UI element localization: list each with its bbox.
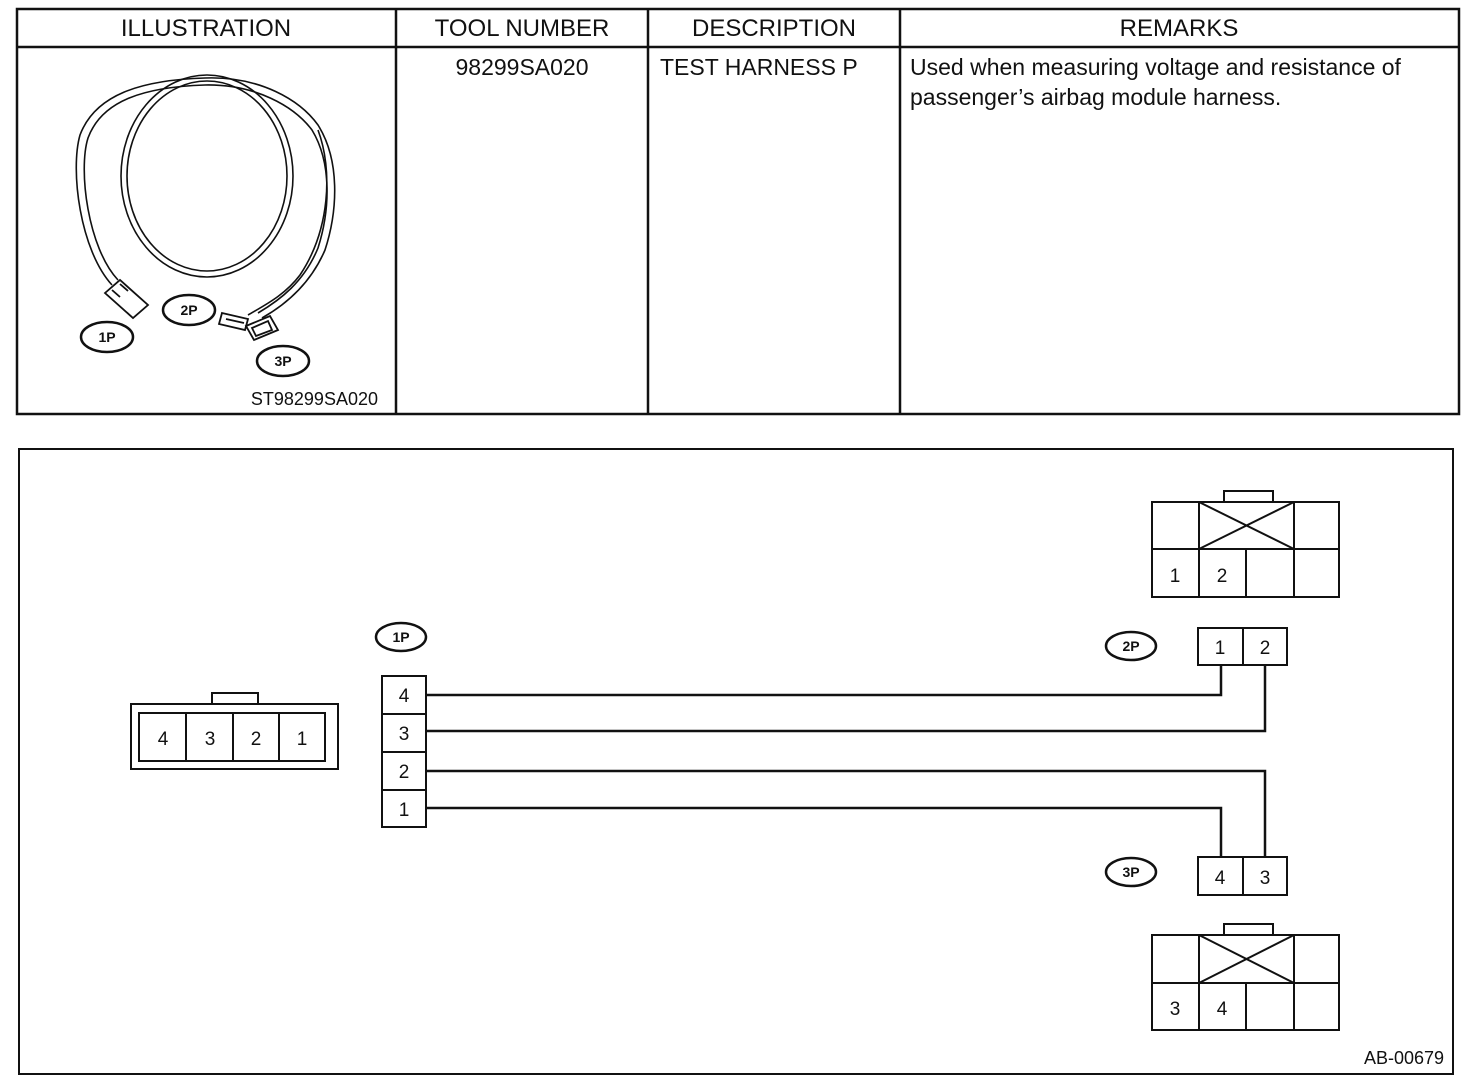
- c3p-face-pin: 4: [1217, 999, 1228, 1020]
- c1p-face-pin: 1: [297, 729, 308, 750]
- connector-3p-face: 3 4: [1151, 923, 1340, 1031]
- c2p-face-pin: 1: [1170, 566, 1181, 587]
- c2p-face-pin: 2: [1217, 566, 1228, 587]
- illustration-tag-3p-text: 3P: [274, 353, 291, 369]
- c1p-face-pin: 2: [251, 729, 262, 750]
- c2p-pin: 1: [1215, 638, 1226, 659]
- c1p-pin: 3: [399, 724, 410, 745]
- remarks-line-1: Used when measuring voltage and resistan…: [910, 54, 1402, 80]
- illustration-code: ST98299SA020: [251, 389, 378, 409]
- wire-1p1-to-3p4: [426, 806, 1223, 857]
- c1p-pin: 4: [399, 686, 410, 707]
- c3p-pin: 3: [1260, 868, 1271, 889]
- label-3p-text: 3P: [1122, 864, 1139, 880]
- header-illustration: ILLUSTRATION: [121, 15, 291, 42]
- description-value: TEST HARNESS P: [660, 54, 858, 80]
- c1p-face-pin: 4: [158, 729, 169, 750]
- illustration-tag-3p: 3P: [255, 344, 311, 378]
- c3p-pin: 4: [1215, 868, 1226, 889]
- header-description: DESCRIPTION: [692, 15, 856, 42]
- connector-2p-face: 1 2: [1151, 490, 1340, 598]
- wiring-diagram: 4 3 2 1 1P 4 3 2 1: [18, 448, 1454, 1075]
- c1p-face-pin: 3: [205, 729, 216, 750]
- illustration-tag-1p-text: 1P: [98, 329, 115, 345]
- label-2p: 2P: [1104, 630, 1158, 662]
- illustration-connector-3p: [244, 314, 280, 342]
- remarks-line-2: passenger’s airbag module harness.: [910, 84, 1281, 110]
- label-3p: 3P: [1104, 856, 1158, 888]
- harness-wire-branch: [247, 129, 328, 316]
- harness-wire-outer-2: [83, 84, 328, 314]
- harness-illustration: [75, 74, 336, 342]
- tool-table: ILLUSTRATION TOOL NUMBER DESCRIPTION REM…: [15, 7, 1461, 416]
- connector-1p-pins: 4 3 2 1: [381, 675, 427, 828]
- illustration-connector-2p: [217, 311, 250, 332]
- tool-number-value: 98299SA020: [455, 54, 588, 80]
- c2p-pin: 2: [1260, 638, 1271, 659]
- header-tool-number: TOOL NUMBER: [435, 15, 610, 42]
- harness-wire-outer: [75, 77, 336, 319]
- wires: [426, 665, 1267, 857]
- illustration-tag-1p: 1P: [79, 320, 135, 354]
- wire-1p4-to-2p1: [426, 665, 1223, 697]
- c1p-pin: 2: [399, 762, 410, 783]
- label-1p-text: 1P: [392, 629, 409, 645]
- wire-1p2-to-3p3: [426, 769, 1267, 857]
- label-1p: 1P: [374, 621, 428, 653]
- connector-2p-pins: 1 2: [1197, 627, 1288, 666]
- connector-3p-pins: 4 3: [1197, 856, 1288, 896]
- c3p-face-pin: 3: [1170, 999, 1181, 1020]
- harness-coil-inner: [120, 74, 294, 278]
- harness-coil-inner-2: [126, 80, 288, 272]
- label-2p-text: 2P: [1122, 638, 1139, 654]
- illustration-tag-2p-text: 2P: [180, 302, 197, 318]
- header-remarks: REMARKS: [1120, 15, 1239, 42]
- footer-code: AB-00679: [1364, 1048, 1444, 1068]
- connector-1p-face: 4 3 2 1: [130, 692, 339, 770]
- illustration-tag-2p: 2P: [161, 293, 217, 327]
- wire-1p3-to-2p2: [426, 665, 1267, 733]
- illustration-connector-1p: [103, 278, 150, 320]
- c1p-pin: 1: [399, 800, 410, 821]
